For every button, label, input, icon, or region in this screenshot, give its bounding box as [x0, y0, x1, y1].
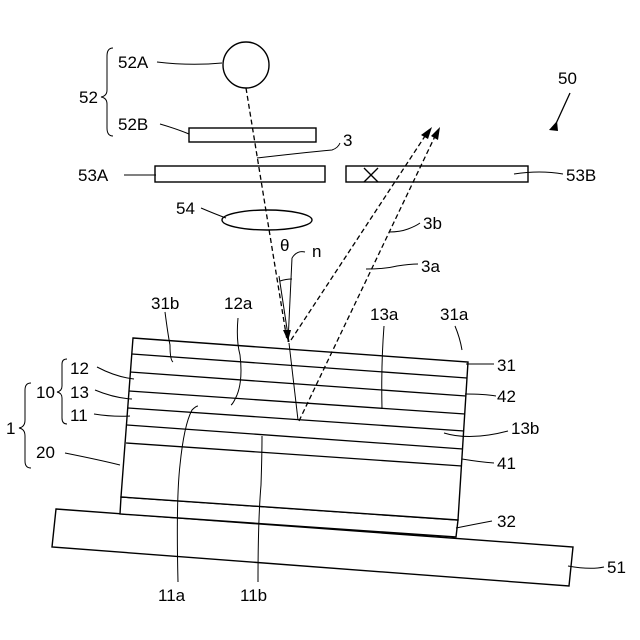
- label-31: 31: [497, 356, 516, 375]
- label-31b: 31b: [151, 294, 179, 313]
- brace-10: [57, 359, 67, 424]
- label-3a: 3a: [421, 257, 440, 276]
- label-n: n: [312, 242, 321, 261]
- leader-3: [257, 143, 340, 158]
- label-54: 54: [176, 199, 195, 218]
- label-41: 41: [497, 454, 516, 473]
- label-53A: 53A: [78, 166, 109, 185]
- leader-32: [456, 521, 492, 528]
- label-11: 11: [70, 406, 88, 425]
- label-10: 10: [36, 383, 55, 402]
- label-51: 51: [607, 558, 626, 577]
- leader-31a: [455, 326, 462, 350]
- label-13b: 13b: [511, 419, 539, 438]
- label-13a: 13a: [370, 305, 399, 324]
- slit-53B: [346, 166, 528, 182]
- light-source-52A: [223, 42, 269, 88]
- label-31a: 31a: [440, 305, 469, 324]
- leader-13: [95, 390, 132, 399]
- leader-20: [65, 453, 120, 465]
- leader-42: [465, 394, 496, 396]
- label-50: 50: [558, 69, 577, 88]
- leader-41: [462, 459, 494, 463]
- slit-53A: [155, 166, 325, 182]
- label-52B: 52B: [118, 115, 148, 134]
- label-52: 52: [79, 88, 98, 107]
- leader-52B: [160, 124, 189, 134]
- leader-54: [201, 208, 226, 218]
- normal-line-n: [288, 258, 292, 342]
- reflected-3a-arrowhead: [431, 127, 440, 140]
- angle-theta-arc: [280, 279, 292, 281]
- brace-1: [19, 383, 31, 468]
- label-42: 42: [497, 387, 516, 406]
- brace-52: [101, 48, 113, 136]
- label-3b: 3b: [423, 214, 442, 233]
- label-11b: 11b: [240, 586, 267, 605]
- label-20: 20: [36, 443, 55, 462]
- leader-12: [97, 367, 134, 379]
- label-12a: 12a: [224, 294, 253, 313]
- reflected-beam-3b: [291, 130, 429, 340]
- leader-52A: [157, 62, 222, 64]
- label-11a: 11a: [158, 586, 186, 605]
- arrow-50-head: [549, 121, 558, 131]
- label-53B: 53B: [566, 166, 596, 185]
- label-1: 1: [6, 419, 15, 438]
- label-13: 13: [70, 383, 89, 402]
- leader-51: [568, 566, 604, 568]
- lens-54: [222, 210, 312, 230]
- label-theta: θ: [280, 236, 289, 255]
- label-12: 12: [70, 359, 89, 378]
- leader-11: [94, 414, 130, 416]
- label-52A: 52A: [118, 53, 149, 72]
- label-3: 3: [343, 131, 352, 150]
- leader-3a: [366, 264, 418, 269]
- label-32: 32: [497, 512, 516, 531]
- normal-leader: [292, 252, 305, 258]
- reflected-3b-arrowhead: [421, 127, 432, 139]
